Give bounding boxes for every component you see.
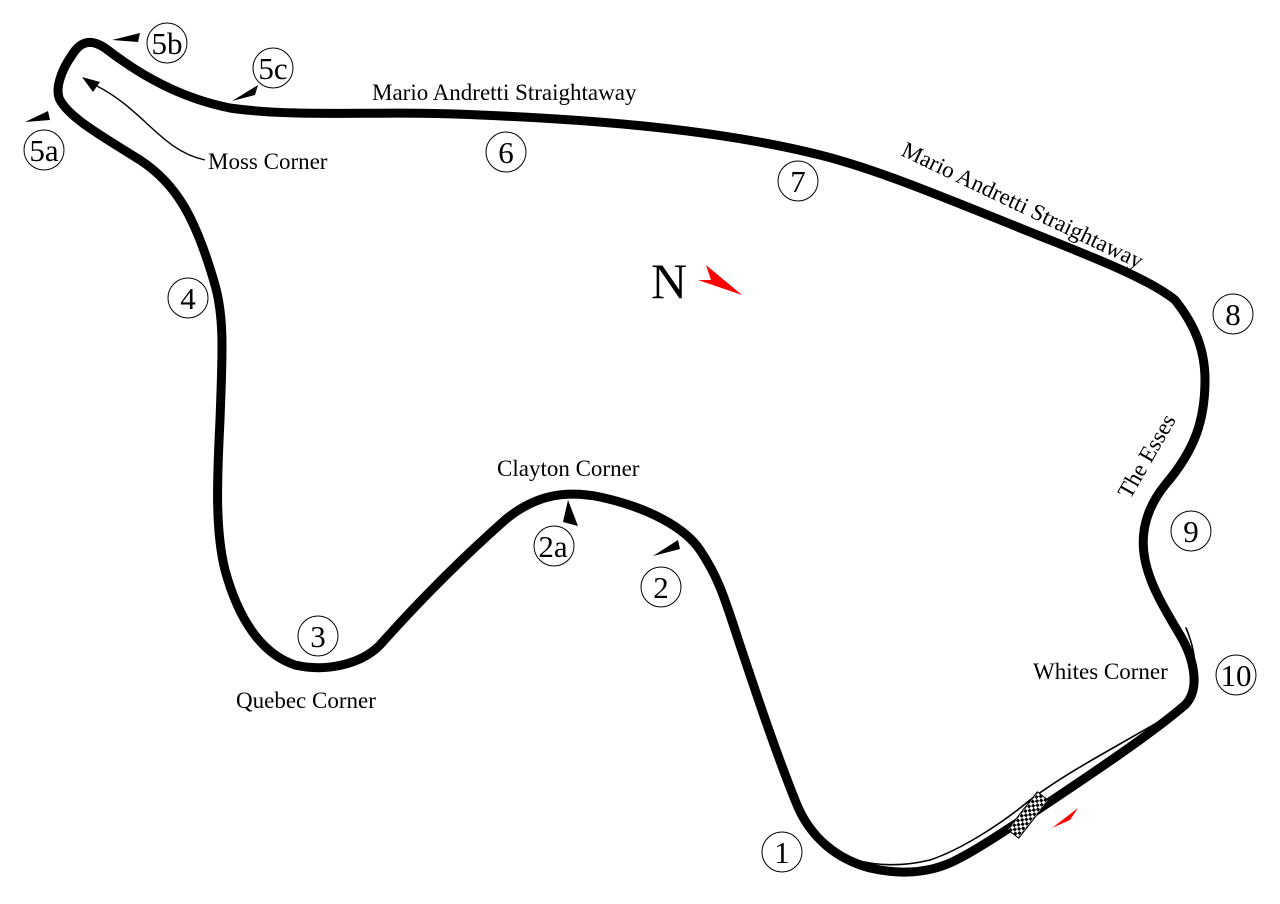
turn-marker-1: 1 — [761, 831, 803, 873]
turn-marker-9: 9 — [1170, 510, 1212, 552]
turn-label: 6 — [498, 135, 514, 170]
turn-marker-2a: 2a — [533, 525, 575, 567]
braking-marker-icon — [25, 111, 50, 122]
turn-label: 8 — [1225, 297, 1241, 332]
turn-marker-8: 8 — [1212, 293, 1254, 335]
turn-label: 10 — [1221, 658, 1252, 693]
turn-label: 3 — [310, 619, 326, 654]
moss-corner-pointer-arrowhead-icon — [82, 77, 100, 92]
turn-label: 1 — [774, 835, 790, 870]
corner-name-mario-andretti-2: Mario Andretti Straightaway — [898, 137, 1148, 274]
turn-marker-5b: 5b — [146, 22, 188, 64]
corner-name-the-esses: The Esses — [1113, 410, 1181, 503]
corner-name-whites: Whites Corner — [1033, 659, 1168, 684]
braking-marker-icon — [232, 85, 258, 101]
turn-label: 2 — [653, 570, 669, 605]
braking-marker-icon — [563, 500, 578, 526]
turn-label: 5a — [29, 133, 59, 168]
braking-marker-icon — [112, 33, 140, 42]
turn-marker-7: 7 — [777, 160, 819, 202]
corner-name-quebec: Quebec Corner — [236, 688, 376, 713]
turn-label: 2a — [538, 529, 568, 564]
turn-label: 4 — [180, 281, 196, 316]
turn-label: 7 — [790, 164, 806, 199]
turn-label: 9 — [1183, 514, 1199, 549]
turn-marker-5a: 5a — [23, 129, 65, 171]
north-label: N — [651, 253, 687, 309]
turn-label: 5b — [152, 26, 183, 61]
north-arrow-icon — [698, 265, 742, 295]
direction-arrow-icon — [1052, 808, 1078, 828]
moss-corner-pointer — [94, 84, 206, 161]
corner-name-clayton: Clayton Corner — [497, 456, 640, 481]
braking-marker-icon — [653, 540, 680, 556]
turn-marker-4: 4 — [167, 277, 209, 319]
corner-name-mario-andretti-1: Mario Andretti Straightaway — [372, 80, 637, 105]
corner-name-moss: Moss Corner — [208, 149, 328, 174]
turn-marker-2: 2 — [640, 566, 682, 608]
turn-marker-10: 10 — [1215, 654, 1257, 696]
race-track — [53, 37, 1210, 877]
checkered-flag-icon — [1007, 791, 1049, 839]
turn-marker-5c: 5c — [252, 47, 294, 89]
turn-marker-6: 6 — [485, 131, 527, 173]
turn-marker-3: 3 — [297, 615, 339, 657]
turn-label: 5c — [258, 51, 287, 86]
